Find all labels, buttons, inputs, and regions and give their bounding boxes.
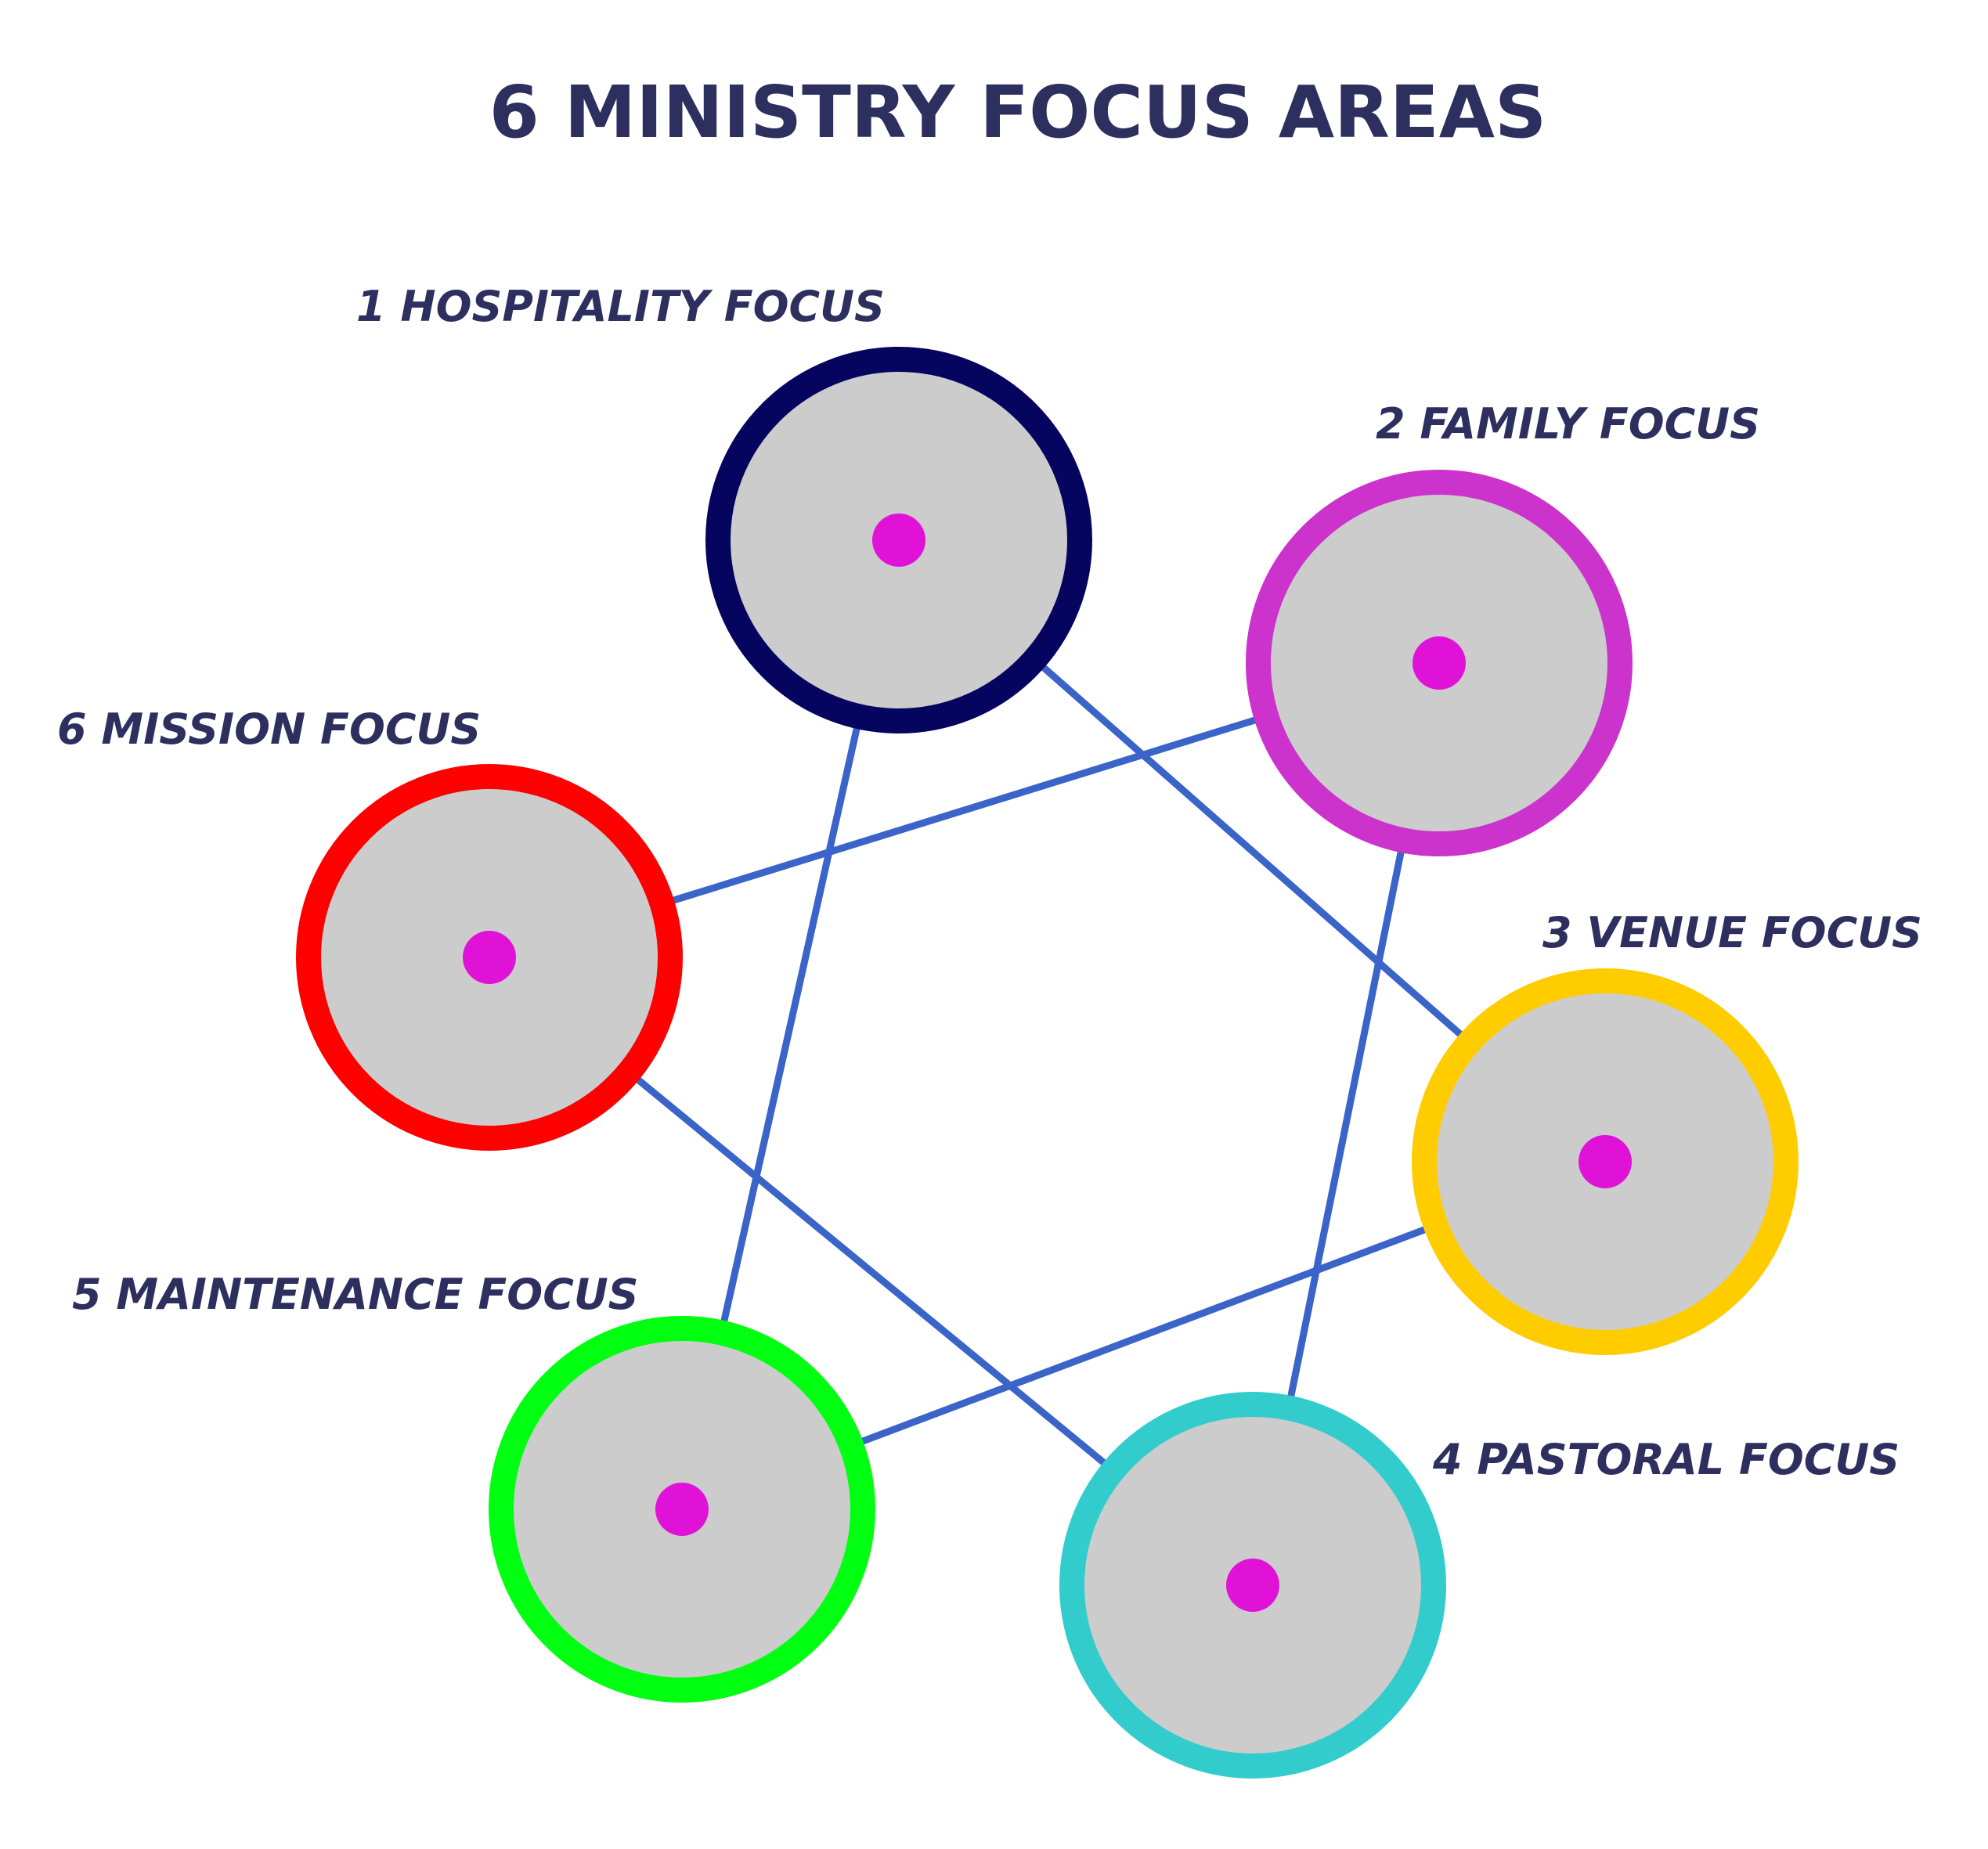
focus-label-2-family-focus: 2 FAMILY FOCUS xyxy=(1376,399,1760,449)
center-dot-2-family-focus xyxy=(1413,636,1466,690)
center-dots xyxy=(463,514,1632,1612)
focus-labels: 1 HOSPITALITY FOCUS 2 FAMILY FOCUS 3 VENUE… xyxy=(57,282,1922,1484)
focus-circles xyxy=(296,347,1799,1779)
center-dot-1-hospitality-focus xyxy=(872,514,925,567)
center-dot-4-pastoral-focus xyxy=(1226,1559,1279,1612)
focus-label-6-mission-focus: 6 MISSION FOCUS xyxy=(57,705,481,754)
focus-label-4-pastoral-focus: 4 PASTORAL FOCUS xyxy=(1432,1435,1900,1484)
center-dot-3-venue-focus xyxy=(1578,1135,1632,1188)
diagram-title: 6 MINISTRY FOCUS AREAS xyxy=(489,70,1546,154)
center-dot-6-mission-focus xyxy=(463,931,516,984)
focus-label-3-venue-focus: 3 VENUE FOCUS xyxy=(1542,908,1922,957)
focus-label-1-hospitality-focus: 1 HOSPITALITY FOCUS xyxy=(356,282,885,331)
center-dot-5-maintenance-focus xyxy=(655,1483,709,1536)
focus-label-5-maintenance-focus: 5 MAINTENANCE FOCUS xyxy=(72,1270,639,1319)
